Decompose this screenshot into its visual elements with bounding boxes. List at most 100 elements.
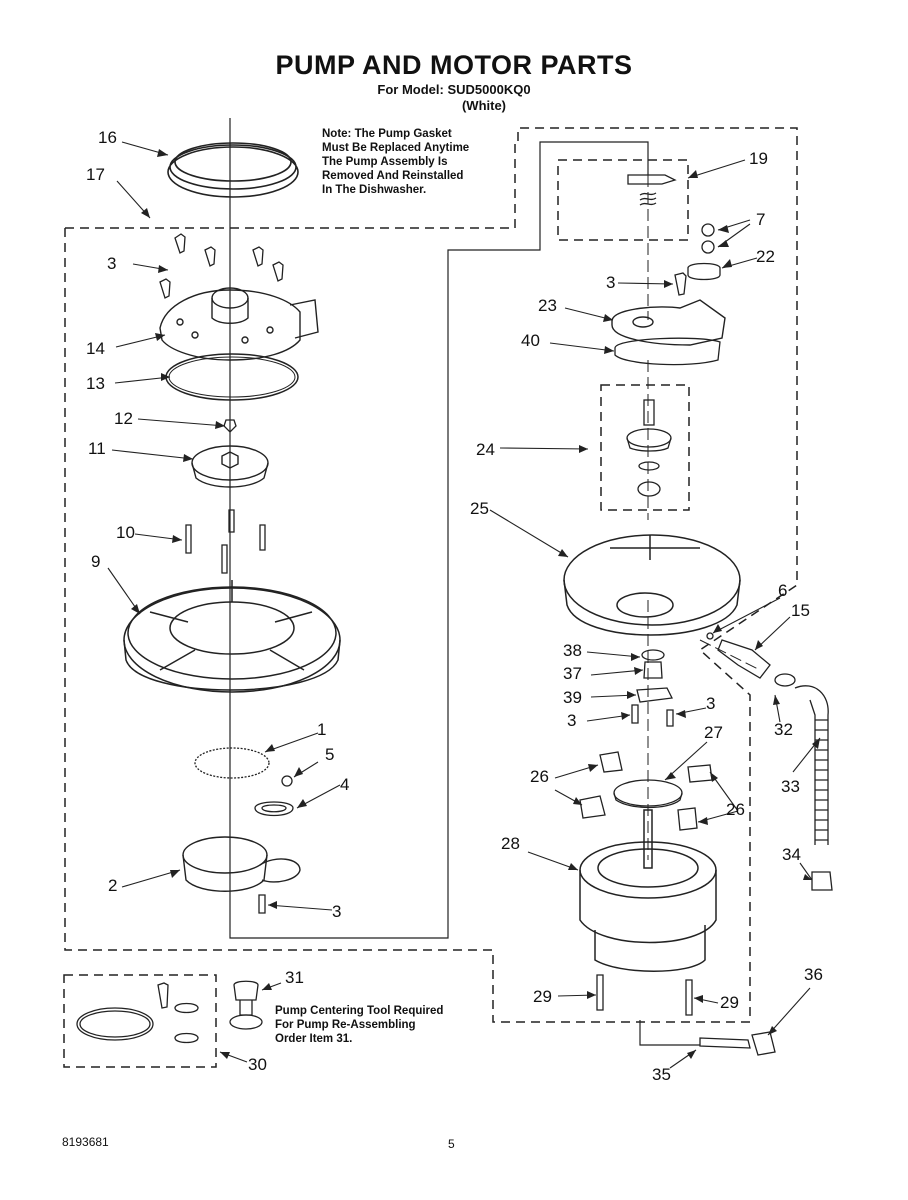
callout-7: 7 — [756, 210, 766, 229]
callout-38: 38 — [563, 641, 582, 660]
model-number: For Model: SUD5000KQ0 — [377, 82, 531, 97]
callout-4: 4 — [340, 775, 350, 794]
knob-36 — [751, 1031, 776, 1056]
callout-3e: 3 — [567, 711, 577, 730]
clip-26a — [599, 751, 623, 773]
actuator-bracket — [627, 174, 677, 206]
screw-38-left — [631, 704, 639, 724]
part-number: 8193681 — [62, 1135, 109, 1149]
o-ring-38 — [641, 649, 665, 661]
callout-17: 17 — [86, 165, 105, 184]
check-valve-seal — [254, 801, 294, 817]
callout-30: 30 — [248, 1055, 267, 1074]
impeller-nut — [223, 419, 237, 433]
callout-35: 35 — [652, 1065, 671, 1084]
callout-5: 5 — [325, 745, 335, 764]
callout-28: 28 — [501, 834, 520, 853]
motor-screw-right — [685, 979, 693, 1016]
screws-10 — [185, 509, 266, 574]
callout-34: 34 — [782, 845, 801, 864]
screws-top — [159, 233, 284, 299]
callout-36: 36 — [804, 965, 823, 984]
ball-lower — [701, 240, 715, 254]
housing-o-ring — [165, 353, 299, 401]
centering-tool — [229, 980, 263, 1030]
callout-10: 10 — [116, 523, 135, 542]
callout-39: 39 — [563, 688, 582, 707]
callout-3: 3 — [107, 254, 117, 273]
screw-38-right — [666, 709, 674, 727]
service-kit — [76, 982, 199, 1044]
callout-29a: 29 — [533, 987, 552, 1006]
callout-27: 27 — [704, 723, 723, 742]
callout-15: 15 — [791, 601, 810, 620]
callout-26a: 26 — [530, 767, 549, 786]
callout-25: 25 — [470, 499, 489, 518]
o-ring-small — [706, 632, 714, 640]
callout-19: 19 — [749, 149, 768, 168]
assembly-lines — [229, 118, 700, 1046]
callout-9: 9 — [91, 552, 101, 571]
gasket-note-line: The Pump Assembly Is — [322, 156, 448, 168]
retainer-ring — [687, 262, 721, 281]
check-ball — [281, 775, 293, 787]
callout-32: 32 — [774, 720, 793, 739]
impeller — [191, 445, 269, 488]
callout-2: 2 — [108, 876, 118, 895]
callout-1: 1 — [317, 720, 327, 739]
callout-40: 40 — [521, 331, 540, 350]
tool-note: Pump Centering Tool Required For Pump Re… — [275, 1004, 443, 1046]
callout-3b: 3 — [332, 902, 342, 921]
motor-screw-left — [596, 974, 604, 1011]
gasket-note-line: Must Be Replaced Anytime — [322, 142, 470, 154]
callout-22: 22 — [756, 247, 775, 266]
callout-13: 13 — [86, 374, 105, 393]
page-number: 5 — [448, 1137, 455, 1151]
motor — [579, 809, 717, 972]
callout-29b: 29 — [720, 993, 739, 1012]
pump-gasket-ring — [167, 142, 299, 198]
ball-upper — [701, 223, 715, 237]
pump-base — [123, 580, 341, 693]
callout-23: 23 — [538, 296, 557, 315]
screw-right-upper — [674, 272, 687, 296]
tool-note-line: Order Item 31. — [275, 1033, 353, 1045]
motor-mount-housing — [563, 534, 741, 636]
callout-31: 31 — [285, 968, 304, 987]
seal-shaft-assembly — [626, 399, 672, 497]
arrowheads — [131, 149, 820, 1059]
tool-note-line: Pump Centering Tool Required — [275, 1005, 444, 1017]
drain-hose — [774, 673, 833, 891]
leader-lines — [107, 141, 821, 1069]
callout-6: 6 — [778, 581, 788, 600]
pump-collar — [182, 836, 301, 892]
callout-14: 14 — [86, 339, 105, 358]
callout-12: 12 — [114, 409, 133, 428]
callout-24: 24 — [476, 440, 495, 459]
clip-26d — [677, 807, 698, 831]
mounting-plate — [611, 299, 726, 346]
gasket-note-line: Removed And Reinstalled — [322, 170, 464, 182]
plate-gasket — [614, 337, 721, 366]
housing-o-ring-inner — [168, 356, 296, 398]
strainer-screen — [194, 747, 270, 779]
pump-housing — [159, 287, 319, 361]
drain-fitting — [717, 639, 771, 679]
drive-rod — [699, 1037, 751, 1049]
gasket-note: Note: The Pump Gasket Must Be Replaced A… — [322, 127, 469, 197]
callout-26b: 26 — [726, 800, 745, 819]
plate-39 — [636, 687, 673, 703]
group-boundaries — [63, 127, 798, 1068]
screw-bottom — [258, 894, 266, 914]
gasket-note-line: In The Dishwasher. — [322, 184, 427, 196]
callout-16: 16 — [98, 128, 117, 147]
clip-26b — [579, 795, 606, 819]
callout-37: 37 — [563, 664, 582, 683]
motor-cap — [613, 779, 683, 809]
callout-3c: 3 — [606, 273, 616, 292]
gasket-note-line: Note: The Pump Gasket — [322, 128, 452, 140]
model-color: (White) — [461, 98, 507, 113]
bearing-37 — [643, 661, 663, 679]
callout-33: 33 — [781, 777, 800, 796]
